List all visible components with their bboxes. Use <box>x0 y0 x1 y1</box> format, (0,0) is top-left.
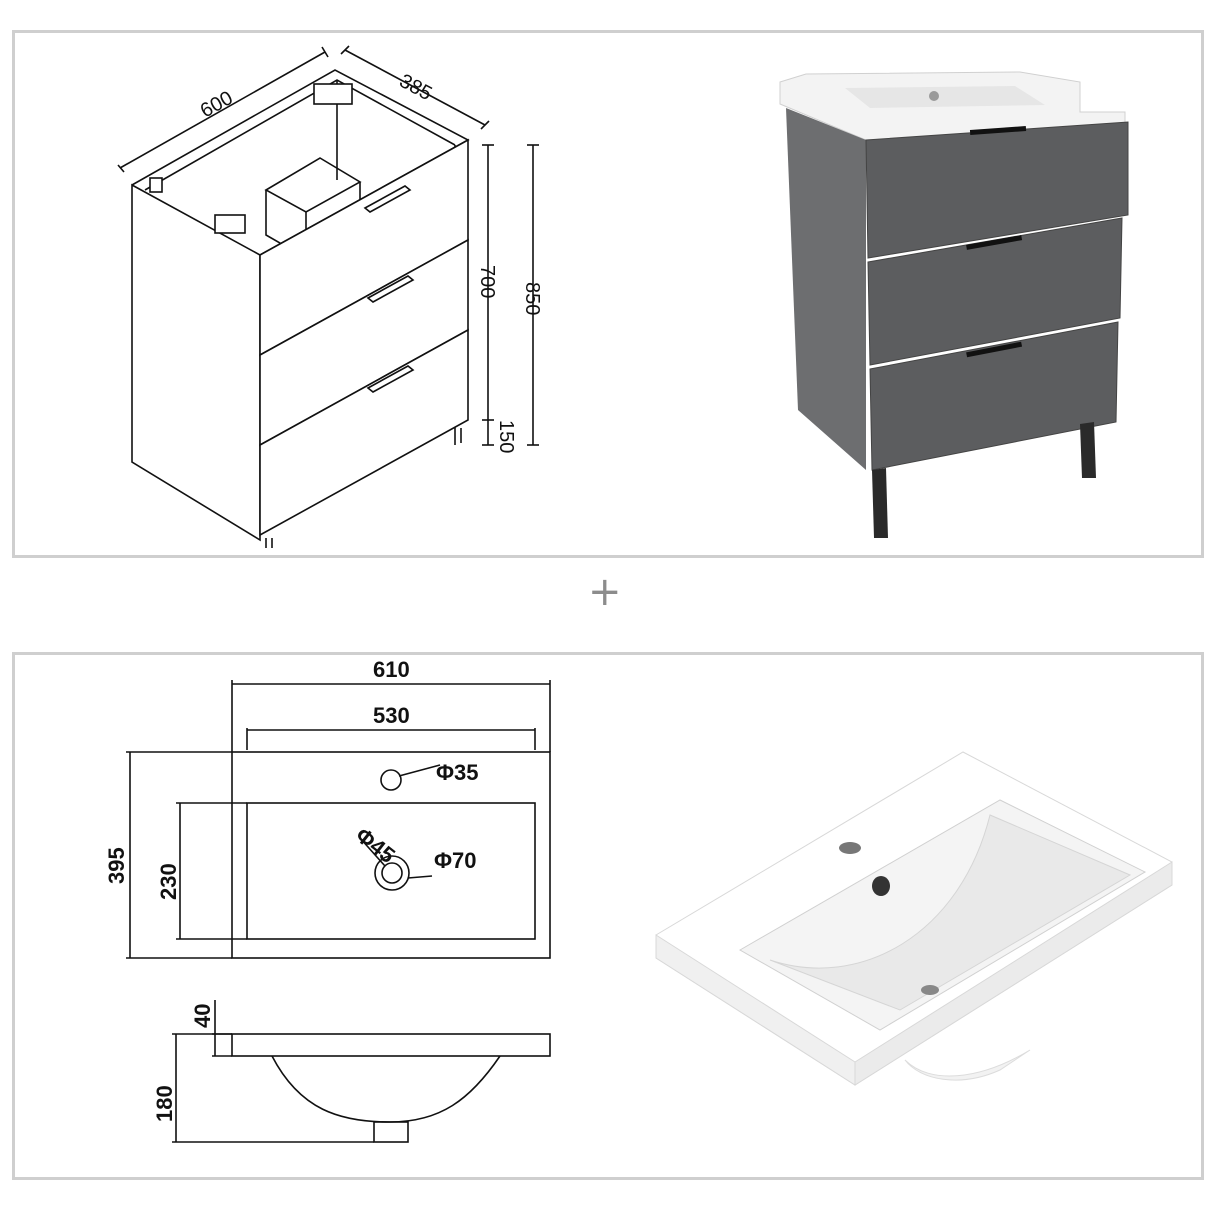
cabinet-depth-label: 385 <box>396 70 436 105</box>
basin-depth-label: 395 <box>104 847 129 884</box>
tap-hole-label: Φ35 <box>436 760 479 785</box>
drain-outer-label: Φ70 <box>434 848 477 873</box>
basin-render <box>655 751 1173 1086</box>
cabinet-leg-height-label: 150 <box>495 420 517 453</box>
plus-icon: + <box>588 569 622 615</box>
cabinet-line-drawing <box>117 45 539 548</box>
drain-label: Φ45 <box>351 822 400 868</box>
cabinet-width-label: 600 <box>197 87 237 122</box>
rim-height-label: 40 <box>190 1004 215 1028</box>
basin-outer-width-label: 610 <box>373 657 410 682</box>
cabinet-total-height-label: 850 <box>521 282 543 315</box>
basin-top-view <box>126 680 551 959</box>
cabinet-render <box>779 71 1129 538</box>
basin-bowl-depth-label: 230 <box>156 863 181 900</box>
basin-side-view <box>172 1000 551 1143</box>
basin-inner-width-label: 530 <box>373 703 410 728</box>
basin-dimension-labels: 610 530 395 230 Φ35 Φ45 Φ70 40 180 <box>104 657 479 1122</box>
cabinet-body-height-label: 700 <box>476 265 498 298</box>
bowl-height-label: 180 <box>152 1085 177 1122</box>
